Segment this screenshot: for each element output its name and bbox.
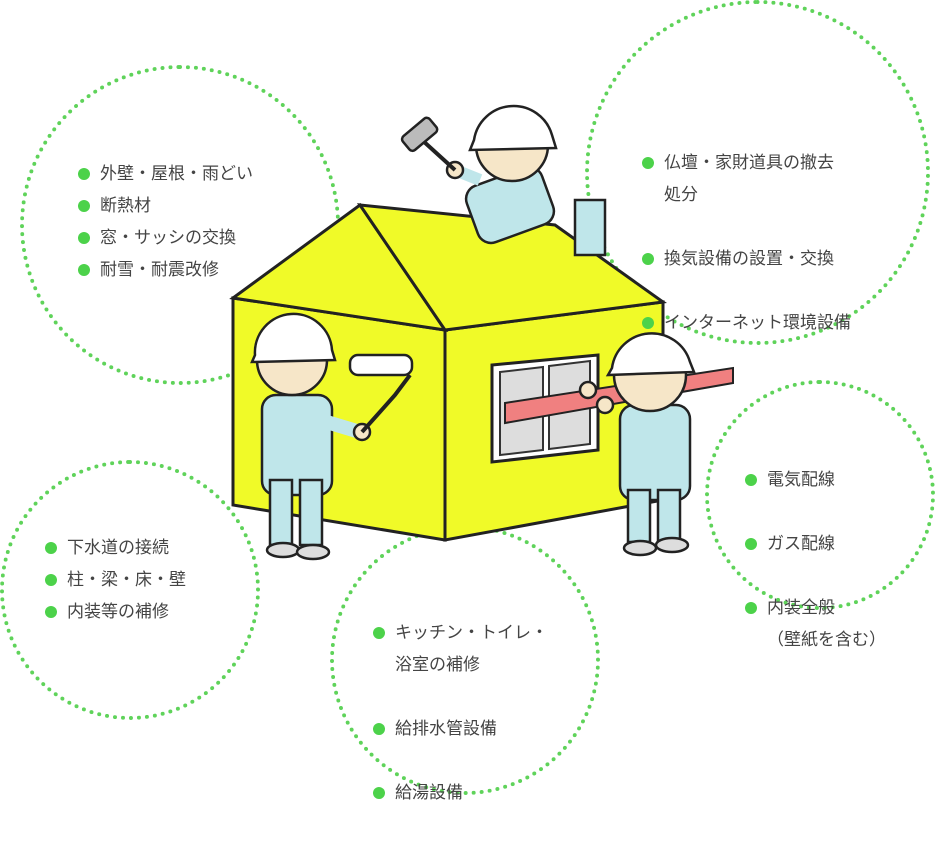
- list-item: ガス配線: [745, 528, 886, 560]
- list-item: 電気配線: [745, 464, 886, 496]
- interior-equipment-list: 仏壇・家財道具の撤去 処分 換気設備の設置・交換 インターネット環境設備: [642, 115, 851, 371]
- electric-circle: [705, 380, 935, 610]
- house-illustration: [229, 104, 734, 561]
- list-item: 断熱材: [78, 190, 253, 222]
- list-item: 換気設備の設置・交換: [642, 243, 851, 275]
- list-item: 窓・サッシの交換: [78, 222, 253, 254]
- list-item: 柱・梁・床・壁: [45, 564, 186, 596]
- water-list: キッチン・トイレ・ 浴室の補修 給排水管設備 給湯設備: [373, 585, 548, 841]
- sewer-list: 下水道の接続 柱・梁・床・壁 内装等の補修: [45, 532, 186, 628]
- list-item: 耐雪・耐震改修: [78, 254, 253, 286]
- list-item: 給湯設備: [373, 777, 548, 809]
- worker-painting-icon: [250, 312, 414, 561]
- list-item: 仏壇・家財道具の撤去 処分: [642, 147, 851, 211]
- list-item: 内装等の補修: [45, 596, 186, 628]
- electric-list: 電気配線 ガス配線 内装全般 （壁紙を含む）: [745, 432, 886, 688]
- list-item: 内装全般 （壁紙を含む）: [745, 592, 886, 656]
- interior-equipment-circle: [585, 0, 930, 345]
- list-item: 下水道の接続: [45, 532, 186, 564]
- list-item: 給排水管設備: [373, 713, 548, 745]
- list-item: キッチン・トイレ・ 浴室の補修: [373, 617, 548, 681]
- list-item: 外壁・屋根・雨どい: [78, 158, 253, 190]
- worker-hammer-icon: [400, 104, 607, 257]
- worker-carrying-icon: [578, 332, 696, 557]
- exterior-list: 外壁・屋根・雨どい 断熱材 窓・サッシの交換 耐雪・耐震改修: [78, 158, 253, 286]
- sewer-circle: [0, 460, 260, 720]
- list-item: インターネット環境設備: [642, 307, 851, 339]
